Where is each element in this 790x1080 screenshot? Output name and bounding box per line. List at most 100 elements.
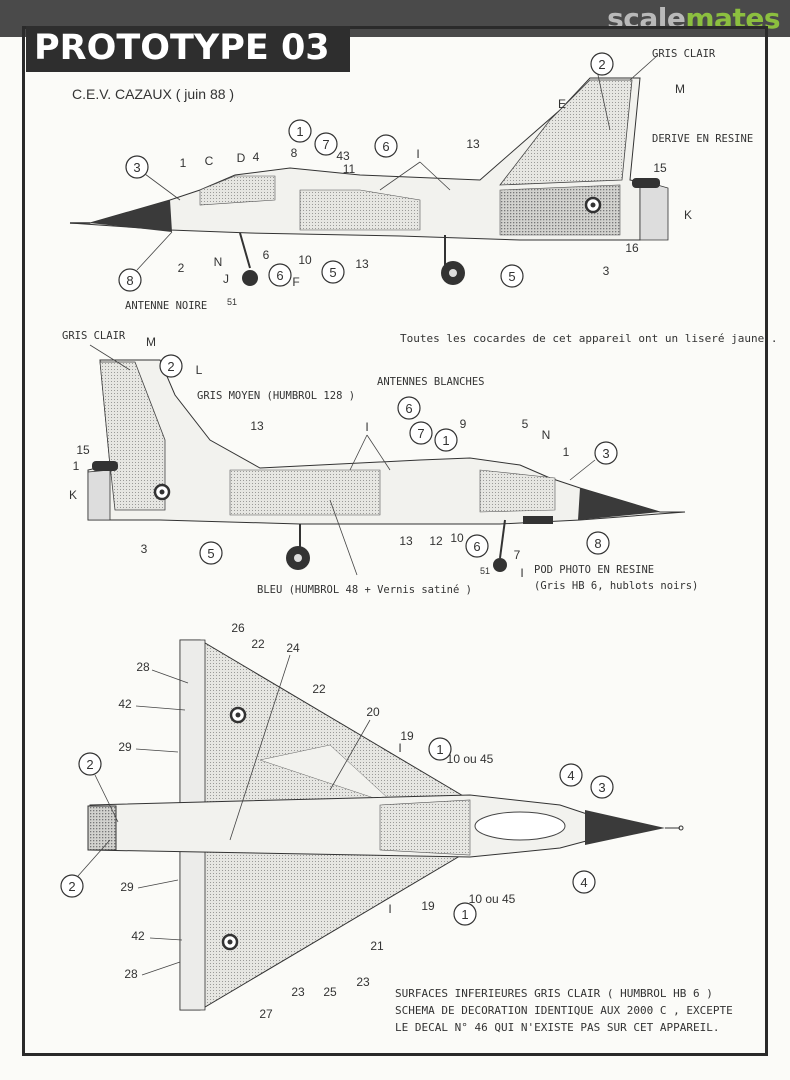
callout-label: 10 ou 45 bbox=[469, 892, 516, 906]
page-frame bbox=[22, 26, 768, 1056]
subtitle: C.E.V. CAZAUX ( juin 88 ) bbox=[72, 86, 235, 102]
callout-label: N bbox=[214, 255, 223, 269]
callout-5: 5 bbox=[207, 546, 214, 561]
canopy bbox=[474, 811, 566, 841]
footer-note-line-2: SCHEMA DE DECORATION IDENTIQUE AUX 2000 … bbox=[395, 1004, 733, 1017]
callout-3: 3 bbox=[598, 780, 605, 795]
note-cocardes: Toutes les cocardes de cet appareil ont … bbox=[400, 332, 778, 345]
radome-black bbox=[578, 488, 660, 520]
callout-1: 1 bbox=[436, 742, 443, 757]
callout-label: J bbox=[223, 272, 229, 286]
callout-2: 2 bbox=[68, 879, 75, 894]
callout-label: 19 bbox=[400, 729, 414, 743]
callout-label: 28 bbox=[136, 660, 150, 674]
nose-wheel bbox=[493, 558, 507, 572]
label-pod-photo: POD PHOTO EN RESINE bbox=[534, 564, 655, 576]
callout-label: L bbox=[196, 363, 203, 377]
callout-label: 51 bbox=[480, 566, 490, 576]
callout-label: 3 bbox=[603, 264, 610, 278]
callout-6: 6 bbox=[405, 401, 412, 416]
callout-5: 5 bbox=[329, 265, 336, 280]
callout-8: 8 bbox=[594, 536, 601, 551]
callout-1: 1 bbox=[442, 433, 449, 448]
callout-label: 15 bbox=[76, 443, 90, 457]
side-view-left bbox=[87, 359, 686, 572]
radome-black bbox=[90, 200, 172, 232]
callout-6: 6 bbox=[473, 539, 480, 554]
footer-note-line-3: LE DECAL N° 46 QUI N'EXISTE PAS SUR CET … bbox=[395, 1021, 720, 1034]
callout-4: 4 bbox=[567, 768, 574, 783]
title-box bbox=[26, 26, 350, 72]
callout-label: 3 bbox=[141, 542, 148, 556]
scalemates-logo[interactable]: scalemates bbox=[607, 2, 780, 35]
callout-6: 6 bbox=[382, 139, 389, 154]
callout-label: M bbox=[146, 335, 156, 349]
callout-6: 6 bbox=[276, 268, 283, 283]
callout-2: 2 bbox=[167, 359, 174, 374]
nose-wheel bbox=[242, 270, 258, 286]
top-view bbox=[87, 639, 684, 1011]
callout-label: I bbox=[520, 566, 523, 580]
label-bleu: BLEU (HUMBROL 48 + Vernis satiné ) bbox=[257, 584, 472, 596]
label-derive: DERIVE EN RESINE bbox=[652, 133, 754, 145]
callout-label: 29 bbox=[120, 880, 134, 894]
callout-2: 2 bbox=[598, 57, 605, 72]
photo-pod bbox=[523, 516, 553, 524]
callout-label: 29 bbox=[118, 740, 132, 754]
callout-7: 7 bbox=[417, 426, 424, 441]
callout-label: I bbox=[365, 420, 368, 434]
callout-label: 26 bbox=[231, 621, 245, 635]
label-antenne-noire: ANTENNE NOIRE bbox=[125, 300, 208, 312]
callout-label: 12 bbox=[429, 534, 443, 548]
callout-label: 1 bbox=[180, 156, 187, 170]
footer-note-line-1: SURFACES INFERIEURES GRIS CLAIR ( HUMBRO… bbox=[395, 987, 713, 1000]
callout-label: M bbox=[675, 82, 685, 96]
callout-label: 23 bbox=[356, 975, 370, 989]
callout-label: 11 bbox=[343, 162, 356, 176]
callout-3: 3 bbox=[602, 446, 609, 461]
callout-label: 10 ou 45 bbox=[447, 752, 494, 766]
label-gris-moyen: GRIS MOYEN (HUMBROL 128 ) bbox=[197, 390, 356, 402]
label-antennes-blanches: ANTENNES BLANCHES bbox=[377, 376, 485, 388]
callout-label: 6 bbox=[263, 248, 270, 262]
callout-1: 1 bbox=[296, 124, 303, 139]
callout-label: K bbox=[69, 488, 77, 502]
callout-label: 24 bbox=[286, 641, 300, 655]
callout-7: 7 bbox=[322, 137, 329, 152]
callout-label: 22 bbox=[312, 682, 326, 696]
callout-label: F bbox=[292, 275, 299, 289]
callout-label: K bbox=[684, 208, 692, 222]
callout-label: 28 bbox=[124, 967, 138, 981]
callout-4: 4 bbox=[580, 875, 587, 890]
callout-label: 8 bbox=[291, 146, 298, 160]
callout-label: 13 bbox=[399, 534, 413, 548]
callout-label: 7 bbox=[514, 548, 521, 562]
callout-label: 20 bbox=[366, 705, 380, 719]
callout-label: 19 bbox=[421, 899, 435, 913]
callout-label: 10 bbox=[298, 253, 312, 267]
callout-1: 1 bbox=[461, 907, 468, 922]
callout-label: 21 bbox=[370, 939, 384, 953]
callout-label: 2 bbox=[178, 261, 185, 275]
callout-label: 13 bbox=[466, 137, 480, 151]
callout-label: 9 bbox=[460, 417, 467, 431]
label-gris-clair-2: GRIS CLAIR bbox=[62, 330, 126, 342]
callout-label: N bbox=[542, 428, 551, 442]
callout-label: E bbox=[558, 97, 566, 111]
callout-label: 27 bbox=[259, 1007, 273, 1021]
label-pod-photo-colors: (Gris HB 6, hublots noirs) bbox=[534, 580, 699, 592]
callout-label: 25 bbox=[323, 985, 337, 999]
callout-label: I bbox=[416, 147, 419, 161]
callout-label: 15 bbox=[653, 161, 667, 175]
label-gris-clair-1: GRIS CLAIR bbox=[652, 48, 716, 60]
callout-label: 13 bbox=[355, 257, 369, 271]
callout-label: 22 bbox=[251, 637, 265, 651]
callout-label: 13 bbox=[250, 419, 264, 433]
callout-label: D bbox=[237, 151, 246, 165]
callout-label: 42 bbox=[118, 697, 132, 711]
callout-label: 43 bbox=[336, 149, 350, 163]
callout-label: C bbox=[205, 154, 214, 168]
callout-label: 5 bbox=[522, 417, 529, 431]
side-view-right bbox=[69, 77, 669, 286]
